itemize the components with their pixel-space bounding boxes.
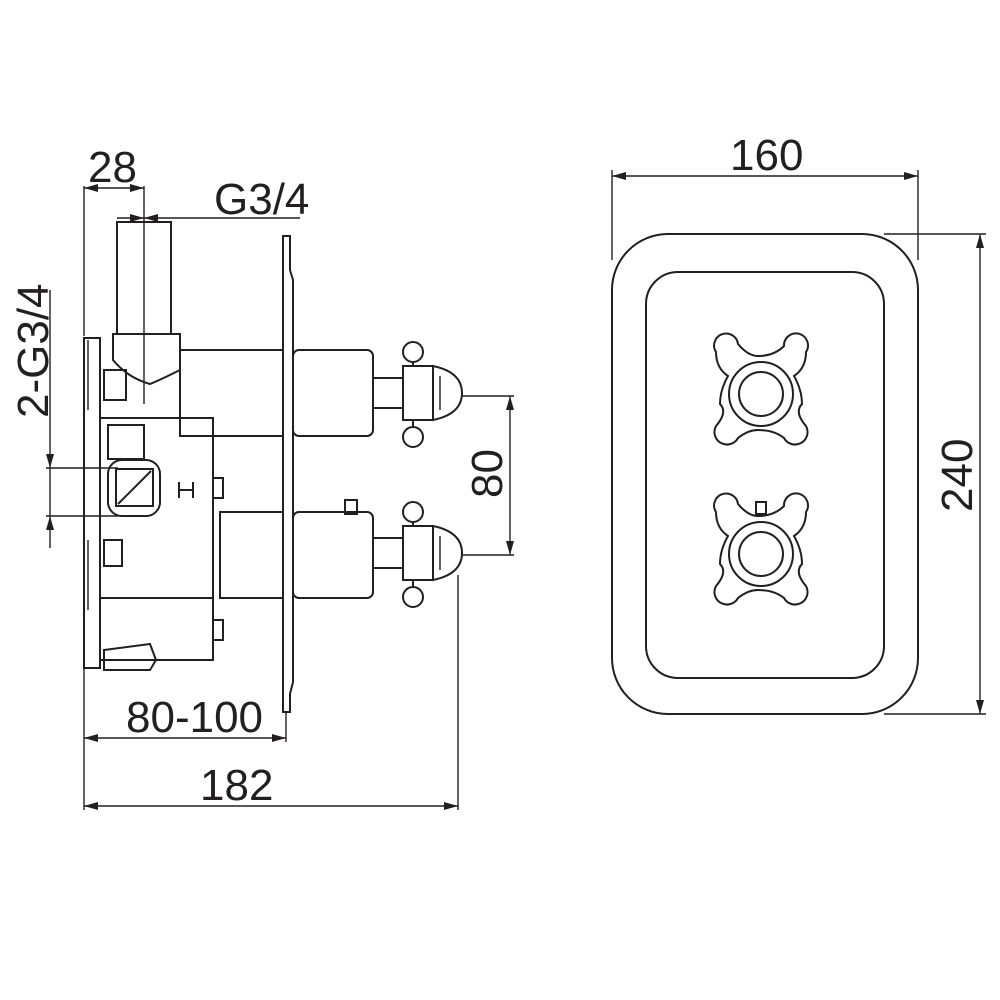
dim-160-label: 160 [730,131,803,180]
dim-2g34-label: 2-G3/4 [9,283,58,418]
cover-plate-profile [282,235,294,713]
front-view: 160 240 [611,131,986,715]
cover-plate-inner [645,271,885,679]
upper-cartridge [179,341,464,448]
dim-80-label: 80 [463,449,512,498]
dim-28: 28 [83,143,145,404]
dim-80-100: 80-100 [83,668,287,810]
upper-cross-handle [713,332,809,446]
lower-cross-handle [713,492,809,606]
dim-28-label: 28 [88,143,137,192]
valve-body [99,417,224,671]
outlet-pipe [103,221,181,401]
dim-240-label: 240 [933,439,982,512]
dim-g34: G3/4 [117,175,309,224]
dim-2g34: 2-G3/4 [9,283,118,548]
dim-240: 240 [884,233,986,715]
dim-160: 160 [611,131,919,260]
dim-182-label: 182 [200,761,273,810]
side-view: 28 G3/4 2-G3/4 80 [9,143,514,810]
dim-182: 182 [84,575,459,810]
lower-cartridge [219,499,464,608]
dim-80-100-label: 80-100 [126,693,263,742]
cover-plate-outer [611,233,919,715]
back-plate [83,337,101,669]
dim-80: 80 [462,395,514,556]
dim-g34-label: G3/4 [214,175,309,224]
